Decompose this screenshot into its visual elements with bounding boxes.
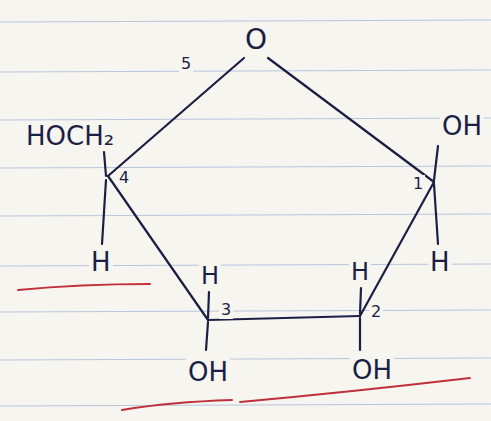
group-label: OH bbox=[350, 356, 394, 384]
atom-label: H bbox=[428, 248, 452, 276]
paper-rules bbox=[0, 20, 491, 406]
group-label: OH bbox=[186, 358, 230, 386]
callout-number: 1 bbox=[411, 175, 425, 193]
atom-label: O bbox=[243, 25, 269, 55]
callout-number: 5 bbox=[179, 55, 193, 73]
group-label: OH bbox=[440, 112, 484, 140]
ring-bonds bbox=[102, 58, 438, 350]
callout-number: 2 bbox=[369, 303, 383, 321]
atom-label: H bbox=[349, 259, 371, 285]
atom-label: H bbox=[199, 263, 221, 289]
callout-number: 4 bbox=[117, 169, 131, 187]
red-underlines bbox=[18, 284, 470, 410]
callout-number: 3 bbox=[219, 301, 233, 319]
group-label: HOCH₂ bbox=[24, 122, 116, 150]
atom-label: H bbox=[89, 248, 113, 276]
